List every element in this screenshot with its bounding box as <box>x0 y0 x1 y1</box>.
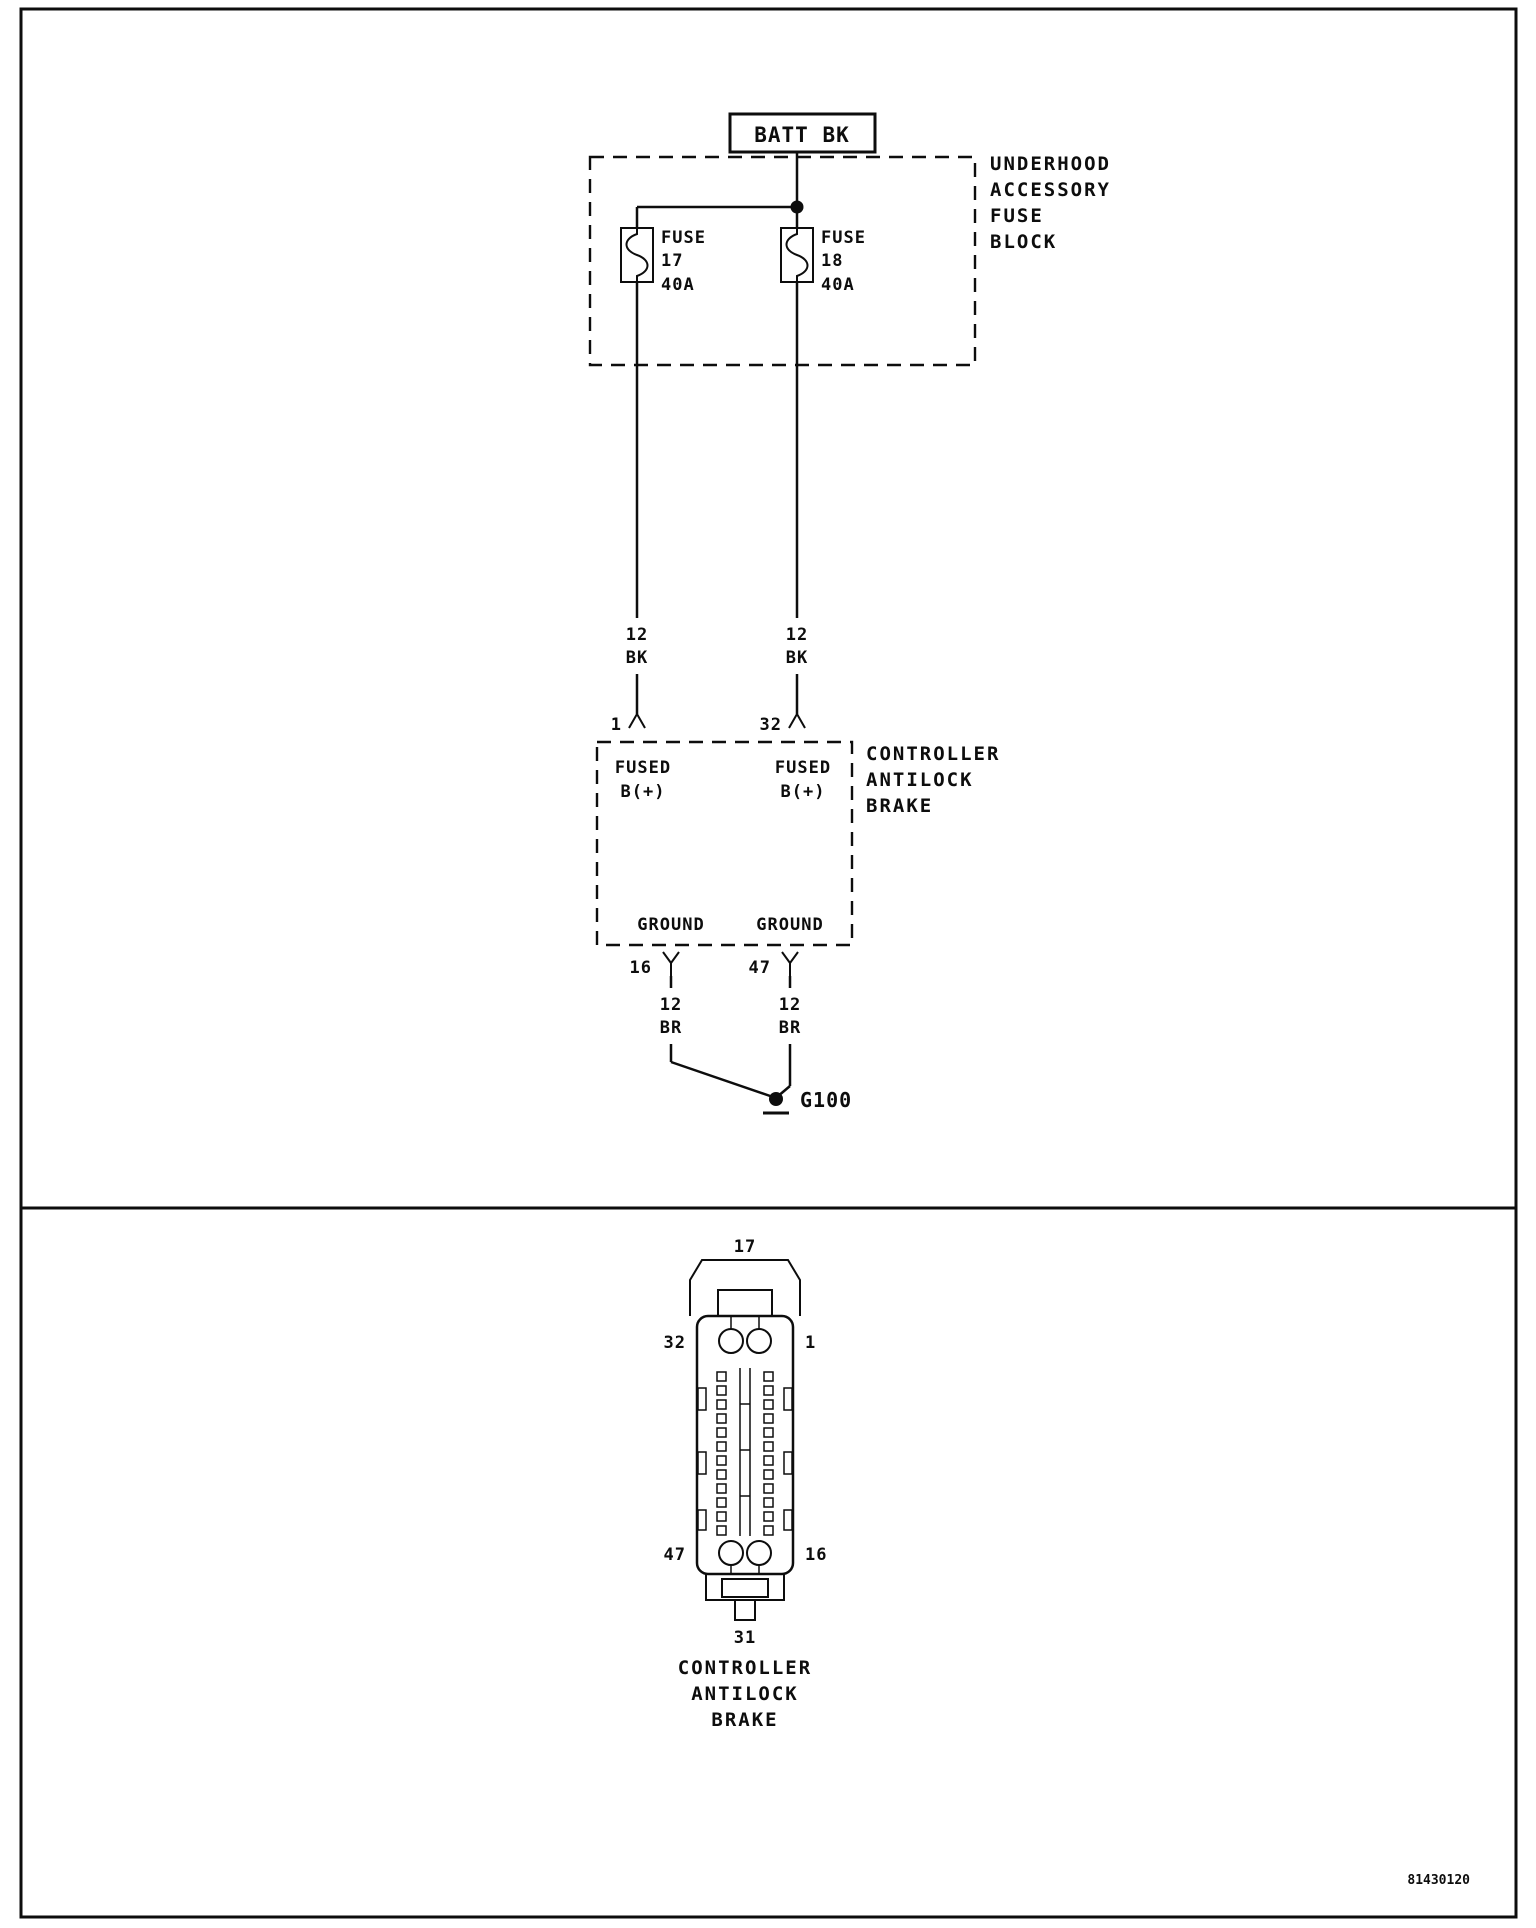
wire-gauge-label: 12 <box>786 625 808 645</box>
battery-feed-box <box>728 112 877 154</box>
fuse-label: FUSE <box>661 228 706 248</box>
fuse-number: 18 <box>821 251 843 271</box>
abs-module-name: CONTROLLER ANTILOCK BRAKE <box>866 743 1000 817</box>
connector-top-tab <box>689 1259 801 1316</box>
connector-hole <box>718 1540 744 1566</box>
input-label-line: FUSED <box>615 758 671 778</box>
connector-pin-lower-left: 47 <box>664 1545 686 1565</box>
fuse-label: FUSE <box>821 228 866 248</box>
fuse-block-name: UNDERHOOD ACCESSORY FUSE BLOCK <box>990 153 1111 253</box>
feed-wire-left: 12 BK 1 <box>611 282 648 735</box>
ground-wire-left: 16 12 BR <box>630 951 777 1100</box>
fuse-symbol <box>625 228 649 282</box>
connector-top-tab-inner <box>717 1289 773 1317</box>
fuse-symbol <box>785 228 809 282</box>
connector-caption-line: CONTROLLER <box>678 1657 812 1679</box>
fuse-rating: 40A <box>821 275 855 295</box>
abs-module-name-line: ANTILOCK <box>866 769 974 791</box>
ground-label-right: GROUND <box>756 915 823 935</box>
connector-hole <box>718 1328 744 1354</box>
connector-pin-lower-right: 16 <box>805 1545 827 1565</box>
connector-caption: CONTROLLER ANTILOCK BRAKE <box>678 1657 812 1731</box>
fuse-block-outline <box>588 155 977 367</box>
feed-wire-right: 12 BK 32 <box>760 282 808 735</box>
connector-hole <box>746 1540 772 1566</box>
female-terminal-symbol <box>781 951 799 965</box>
wire-color-label: BK <box>626 648 648 668</box>
abs-module-outline <box>595 740 854 947</box>
ground-wire-right: 47 12 BR <box>749 951 801 1098</box>
fuse-block-name-line: FUSE <box>990 205 1044 227</box>
ground-point: G100 <box>763 1088 852 1115</box>
input-label-line: B(+) <box>621 782 666 802</box>
ground-label-left: GROUND <box>637 915 704 935</box>
female-terminal-symbol <box>662 951 680 965</box>
abs-module-name-line: CONTROLLER <box>866 743 1000 765</box>
fuse-rating: 40A <box>661 275 695 295</box>
fuse-18: FUSE 18 40A <box>780 227 866 295</box>
battery-feed-label: BATT BK <box>754 123 850 147</box>
male-terminal-symbol <box>788 711 806 729</box>
ground-dot <box>769 1092 783 1106</box>
fuse-block-name-line: BLOCK <box>990 231 1057 253</box>
connector-bottom-stub <box>734 1599 756 1621</box>
wire-gauge-label: 12 <box>660 995 682 1015</box>
page-border <box>19 7 1518 1919</box>
connector-pin-upper-right: 1 <box>805 1333 816 1353</box>
connector-view: 17 32 1 <box>664 1237 827 1731</box>
pin-number: 16 <box>630 958 652 978</box>
connector-bottom-tab-inner <box>721 1578 769 1598</box>
wire-color-label: BR <box>660 1018 682 1038</box>
module-input-right: FUSED B(+) <box>775 758 831 802</box>
fuse-block: FUSE 17 40A FUSE 18 40A UNDERHOOD ACCESS… <box>588 153 1111 367</box>
connector-caption-line: ANTILOCK <box>691 1683 799 1705</box>
pin-number: 1 <box>611 715 622 735</box>
input-label-line: FUSED <box>775 758 831 778</box>
connector-hole <box>746 1328 772 1354</box>
module-input-left: FUSED B(+) <box>615 758 671 802</box>
connector-caption-line: BRAKE <box>711 1709 778 1731</box>
connector-body <box>695 1314 795 1576</box>
fuse-block-name-line: ACCESSORY <box>990 179 1111 201</box>
wire-gauge-label: 12 <box>779 995 801 1015</box>
connector-terminal-slots <box>716 1371 774 1536</box>
diagram-id: 81430120 <box>1407 1873 1470 1888</box>
wire-color-label: BR <box>779 1018 801 1038</box>
pin-number: 32 <box>760 715 782 735</box>
abs-module-name-line: BRAKE <box>866 795 933 817</box>
wire-color-label: BK <box>786 648 808 668</box>
connector-pin-upper-left: 32 <box>664 1333 686 1353</box>
fuse-17: FUSE 17 40A <box>620 227 706 295</box>
pin-number: 47 <box>749 958 771 978</box>
male-terminal-symbol <box>628 711 646 729</box>
connector-pin-bottom: 31 <box>734 1628 756 1648</box>
connector-side-keys <box>697 1387 793 1531</box>
fuse-number: 17 <box>661 251 683 271</box>
fuse-block-name-line: UNDERHOOD <box>990 153 1111 175</box>
connector-pin-top: 17 <box>734 1237 756 1257</box>
input-label-line: B(+) <box>781 782 826 802</box>
ground-point-label: G100 <box>800 1088 852 1112</box>
wire-gauge-label: 12 <box>626 625 648 645</box>
battery-feed: BATT BK <box>635 112 877 228</box>
abs-module: FUSED B(+) FUSED B(+) CONTROLLER ANTILOC… <box>595 740 1000 947</box>
